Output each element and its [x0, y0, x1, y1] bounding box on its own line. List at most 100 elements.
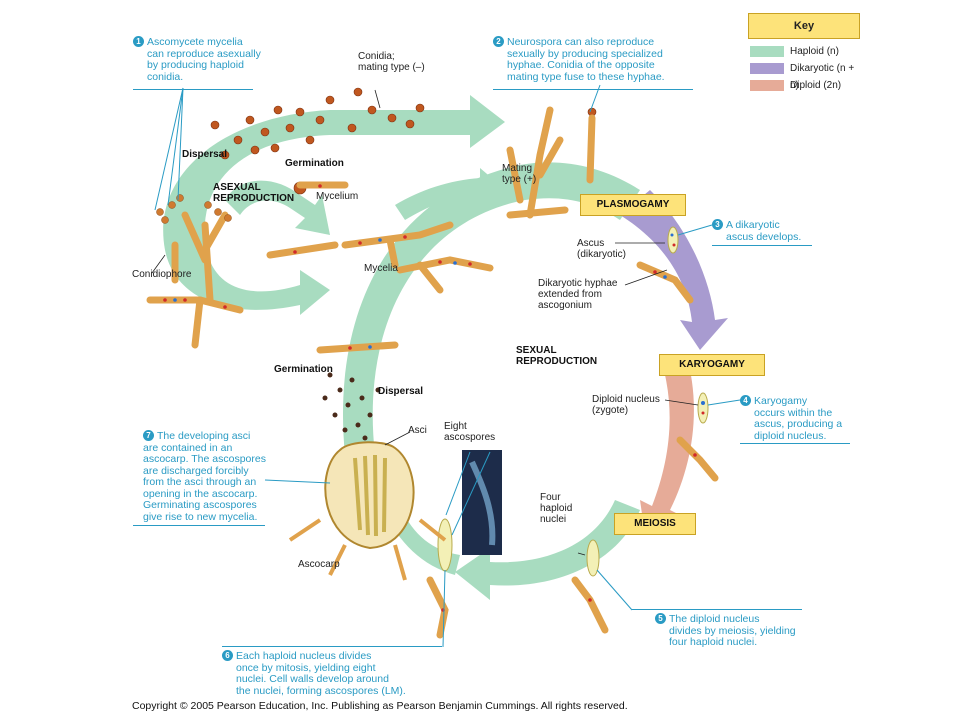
- step-text-line: occurs within the: [740, 406, 910, 420]
- copyright-footer: Copyright © 2005 Pearson Education, Inc.…: [132, 700, 628, 712]
- step-4-rule: [740, 443, 850, 444]
- legend-label: Diploid (2n): [790, 80, 842, 91]
- step-text: ascocarp. The ascospores: [143, 453, 266, 465]
- asci: [437, 226, 709, 577]
- step-text: are discharged forcibly: [143, 464, 249, 477]
- step-text-line: mating type fuse to these hyphae.: [493, 70, 753, 84]
- legend-swatch: [750, 80, 784, 91]
- step-number-badge: 6: [222, 650, 233, 661]
- step-text-line: can reproduce asexually: [133, 47, 313, 61]
- ascus-dikaryotic-label: Ascus (dikaryotic): [577, 238, 626, 260]
- step-number-badge: 7: [143, 430, 154, 441]
- step-text: diploid nucleus.: [754, 429, 827, 442]
- hyphae-nuclei: [163, 184, 697, 612]
- step-text-line: divides by meiosis, yielding: [655, 624, 865, 638]
- step-text: Each haploid nucleus divides: [236, 650, 372, 662]
- diploid-arc: [640, 370, 694, 535]
- step-6-rule: [222, 646, 442, 647]
- step-text: divides by meiosis, yielding: [669, 624, 796, 637]
- step-text: can reproduce asexually: [147, 47, 261, 60]
- mating-type-label: Mating type (+): [502, 163, 537, 185]
- step-text-line: sexually by producing specialized: [493, 47, 753, 61]
- step-text: mating type fuse to these hyphae.: [507, 70, 665, 83]
- step-text: Karyogamy: [754, 395, 808, 407]
- step-text-line: four haploid nuclei.: [655, 636, 865, 649]
- step-text-line: give rise to new mycelia.: [143, 511, 325, 524]
- ascospore-micrograph: [462, 450, 502, 555]
- step-2-rule: [493, 89, 693, 90]
- four-haploid-nuclei-label: Four haploid nuclei: [540, 492, 573, 525]
- legend-swatch: [750, 63, 784, 74]
- dikaryotic-arc: [620, 190, 728, 350]
- step-text: from the asci through an: [143, 476, 257, 488]
- step-text: opening in the ascocarp.: [143, 487, 258, 500]
- step-text: A dikaryotic: [726, 219, 780, 231]
- step-text-line: are discharged forcibly: [143, 464, 325, 478]
- step-number-badge: 5: [655, 613, 666, 624]
- eight-ascospores-label: Eight ascospores: [444, 421, 496, 443]
- step-text: four haploid nuclei.: [669, 636, 758, 648]
- step-7-rule: [133, 525, 265, 526]
- step-text-line: hyphae. Conidia of the opposite: [493, 59, 753, 72]
- step-text-line: nuclei. Cell walls develop around: [222, 673, 502, 686]
- step-text-line: from the asci through an: [143, 476, 325, 489]
- step-text-line: diploid nucleus.: [740, 429, 910, 443]
- step-text-line: opening in the ascocarp.: [143, 487, 325, 501]
- haploid-return-arc: [455, 500, 640, 600]
- step-text: occurs within the: [754, 406, 833, 419]
- step-text: ascus, producing a: [754, 418, 843, 430]
- step-text-line: Germinating ascospores: [143, 499, 325, 512]
- step-text: sexually by producing specialized: [507, 47, 663, 60]
- step-text-line: once by mitosis, yielding eight: [222, 661, 502, 675]
- hyphae: [146, 106, 719, 639]
- hyphae-nuclei-blue: [173, 238, 667, 349]
- step-text-line: by producing haploid: [133, 59, 313, 72]
- step-text-line: ascus, producing a: [740, 418, 910, 431]
- diploid-nucleus-label: Diploid nucleus (zygote): [592, 394, 660, 416]
- step-text-line: are contained in an: [143, 441, 325, 455]
- step-text: by producing haploid: [147, 59, 244, 71]
- asci-label: Asci: [408, 425, 427, 436]
- step-text: once by mitosis, yielding eight: [236, 661, 376, 674]
- mycelium-label: Mycelium: [316, 191, 359, 202]
- ascocarp-label: Ascocarp: [298, 559, 340, 570]
- step-text: the nuclei, forming ascospores (LM).: [236, 684, 406, 697]
- step-text: conidia.: [147, 70, 184, 83]
- legend: Key Haploid (n)Dikaryotic (n + n)Diploid…: [748, 13, 860, 94]
- plasmogamy-label: PLASMOGAMY: [580, 194, 686, 216]
- legend-label: Dikaryotic (n + n): [790, 63, 855, 91]
- conidia-dots: [210, 87, 597, 195]
- step-text: The developing asci: [157, 430, 251, 442]
- asexual-cycle-arrow: [163, 95, 505, 315]
- step-text-line: conidia.: [133, 70, 313, 84]
- mycelia-label: Mycelia: [364, 263, 398, 274]
- step-text: ascus develops.: [726, 230, 802, 243]
- legend-label: Haploid (n): [790, 46, 839, 57]
- step-1-rule: [133, 89, 253, 90]
- germination-label-bottom: Germination: [274, 364, 333, 375]
- sexual-reproduction-label: SEXUAL REPRODUCTION: [516, 345, 598, 367]
- asexual-reproduction-label: ASEXUAL REPRODUCTION: [213, 182, 295, 204]
- step-text: nuclei. Cell walls develop around: [236, 673, 389, 685]
- step-text: are contained in an: [143, 441, 233, 454]
- legend-item: Diploid (2n): [748, 77, 860, 94]
- ascocarp-illustration: [288, 441, 447, 581]
- step-text: The diploid nucleus: [669, 613, 760, 625]
- mycelium-arrow: [225, 180, 330, 235]
- step-text: Germinating ascospores: [143, 499, 257, 511]
- step-number-badge: 3: [712, 219, 723, 230]
- dispersal-label-top: Dispersal: [182, 149, 228, 160]
- step-text-line: ascus develops.: [712, 230, 872, 244]
- meiosis-label: MEIOSIS: [614, 513, 696, 535]
